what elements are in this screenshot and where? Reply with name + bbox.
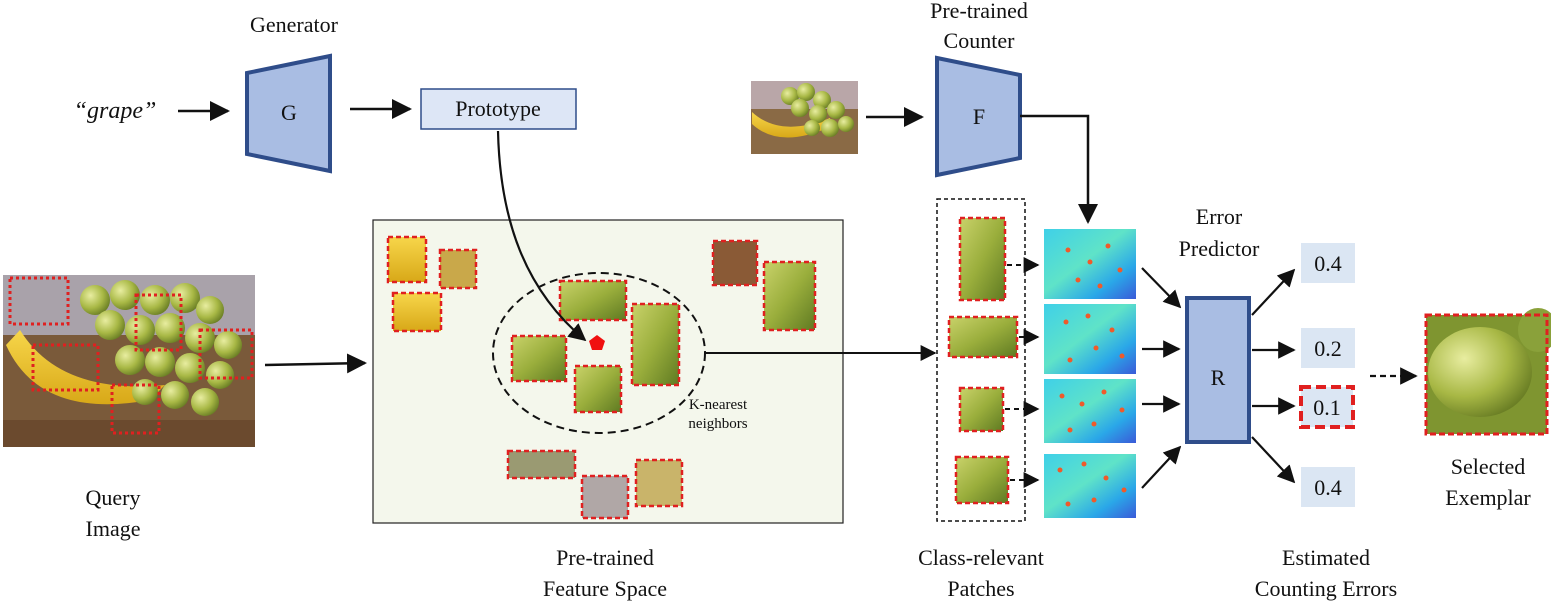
counter-block xyxy=(935,55,1022,178)
class-patches-label-l2: Patches xyxy=(947,576,1014,601)
knn-label-l2: neighbors xyxy=(688,416,747,432)
error-score: 0.4 xyxy=(1314,475,1342,500)
arrow-prototype-to-space xyxy=(496,130,587,342)
counting-errors-label-l1: Estimated xyxy=(1282,545,1370,570)
selected-label-l2: Exemplar xyxy=(1445,485,1531,510)
patch-to-heatmap-arrows xyxy=(1005,257,1040,488)
error-score-box-selected xyxy=(1299,385,1355,429)
error-score: 0.2 xyxy=(1314,336,1342,361)
density-heatmaps xyxy=(1044,229,1136,518)
error-score-box xyxy=(1301,328,1355,368)
error-predictor-label-l2: Predictor xyxy=(1179,236,1260,261)
patches-group-box xyxy=(936,198,1026,522)
error-score: 0.1 xyxy=(1313,395,1341,420)
arrow-query-to-space xyxy=(264,353,367,374)
class-patches-label-l1: Class-relevant xyxy=(918,545,1044,570)
prototype-marker xyxy=(589,335,605,350)
error-predictor-block xyxy=(1185,296,1251,444)
feature-patches xyxy=(386,235,817,520)
counter-input-image xyxy=(751,81,858,154)
counter-label-l2: Counter xyxy=(944,28,1016,53)
grape-prompt: “grape” xyxy=(74,98,157,124)
counting-errors-label-l2: Counting Errors xyxy=(1255,576,1397,601)
query-label-l1: Query xyxy=(86,485,141,510)
g-block-label: G xyxy=(281,100,297,125)
prototype-label: Prototype xyxy=(455,96,541,121)
selected-label-l1: Selected xyxy=(1451,454,1526,479)
query-image xyxy=(3,275,255,447)
arrow-f-to-heatmaps xyxy=(1020,114,1098,224)
selected-exemplar-image xyxy=(1424,308,1551,436)
error-score-box xyxy=(1301,467,1355,507)
error-score: 0.4 xyxy=(1314,251,1342,276)
feature-space-label-l2: Feature Space xyxy=(543,576,667,601)
generator-label: Generator xyxy=(250,12,339,37)
query-label-l2: Image xyxy=(86,516,141,541)
heatmap-to-r-arrows xyxy=(1141,267,1182,489)
prototype-box xyxy=(420,88,577,130)
error-predictor-label-l1: Error xyxy=(1196,204,1243,229)
r-to-score-arrows xyxy=(1251,268,1296,484)
error-score-box xyxy=(1301,243,1355,283)
knn-label-l1: K-nearest xyxy=(689,397,748,413)
counter-label-l1: Pre-trained xyxy=(930,0,1028,23)
feature-space-label-l1: Pre-trained xyxy=(556,545,654,570)
f-block-label: F xyxy=(973,104,985,129)
generator-block xyxy=(245,53,332,174)
r-block-label: R xyxy=(1211,365,1226,390)
class-patches xyxy=(947,216,1019,505)
